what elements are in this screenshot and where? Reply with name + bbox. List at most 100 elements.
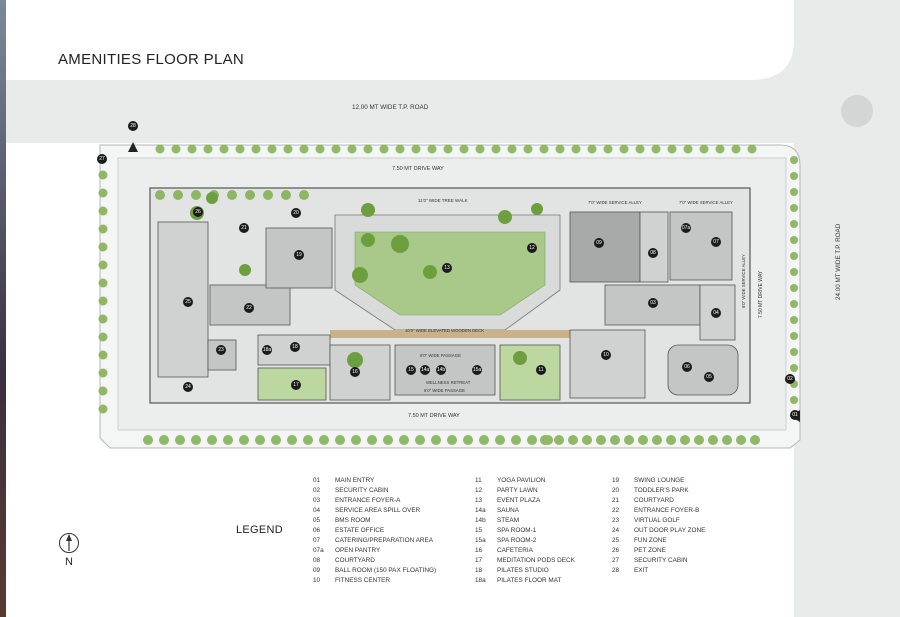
- marker-18: 18: [290, 342, 300, 352]
- legend-title: LEGEND: [236, 524, 284, 536]
- legend-item-number: 16: [475, 546, 483, 554]
- marker-13: 13: [442, 263, 452, 273]
- tree: [283, 144, 293, 154]
- marker-07: 07: [711, 237, 721, 247]
- tree: [731, 144, 741, 154]
- legend-item-number: 09: [313, 566, 321, 574]
- legend-item-label: SECURITY CABIN: [335, 486, 389, 494]
- north-arrow: N: [58, 532, 84, 576]
- tree: [383, 435, 393, 445]
- legend-item-label: SPA ROOM-2: [497, 536, 537, 544]
- tree: [638, 435, 648, 445]
- deck-label: 10'0" WIDE ELEVATED WOODEN DECK: [405, 328, 485, 333]
- tree: [98, 404, 108, 414]
- tree: [367, 435, 377, 445]
- tree: [523, 144, 533, 154]
- tree: [235, 144, 245, 154]
- cafeteria-block: [329, 344, 391, 401]
- tree: [596, 435, 606, 445]
- tree: [207, 435, 217, 445]
- tree: [699, 144, 709, 154]
- tree: [191, 435, 201, 445]
- marker-26: 26: [193, 207, 203, 217]
- legend-item-label: STEAM: [497, 516, 520, 524]
- tree: [571, 144, 581, 154]
- tree: [98, 170, 108, 180]
- legend-item-number: 14b: [475, 516, 486, 524]
- marker-14a: 14a: [420, 365, 430, 375]
- legend-item-label: EXIT: [634, 566, 649, 574]
- tree: [363, 144, 373, 154]
- tree: [98, 206, 108, 216]
- legend-item-number: 05: [313, 516, 321, 524]
- tree: [299, 144, 309, 154]
- tree: [790, 204, 798, 212]
- tree: [203, 144, 213, 154]
- tree: [335, 435, 345, 445]
- tree: [281, 190, 291, 200]
- tree: [443, 144, 453, 154]
- tree: [790, 348, 798, 356]
- legend-item-number: 26: [612, 546, 620, 554]
- legend-item-label: SERVICE AREA SPILL OVER: [335, 506, 421, 514]
- tree: [722, 435, 732, 445]
- legend-item-label: OUT DOOR PLAY ZONE: [634, 526, 706, 534]
- marker-05: 05: [704, 372, 714, 382]
- tree: [191, 190, 201, 200]
- marker-16: 16: [350, 367, 360, 377]
- fun-zone-block: [157, 221, 209, 378]
- legend-item-label: PARTY LAWN: [497, 486, 538, 494]
- tree: [747, 144, 757, 154]
- tree: [491, 144, 501, 154]
- legend-item-label: EVENT PLAZA: [497, 496, 541, 504]
- legend-item-label: YOGA PAVILION: [497, 477, 546, 484]
- tree: [507, 144, 517, 154]
- legend-item-number: 06: [313, 526, 321, 534]
- legend-item-number: 19: [612, 477, 620, 484]
- tree: [624, 435, 634, 445]
- marker-17: 17: [291, 380, 301, 390]
- feature-trees: [190, 192, 543, 368]
- yoga-block: [499, 344, 561, 401]
- tree: [683, 144, 693, 154]
- legend-item-number: 17: [475, 556, 483, 564]
- tree: [415, 435, 425, 445]
- legend-item-number: 14a: [475, 506, 486, 514]
- wooden-deck: [330, 330, 570, 338]
- tree: [715, 144, 725, 154]
- right-road-label: 24.00 MT WIDE T.P. ROAD: [835, 223, 842, 300]
- tree: [303, 435, 313, 445]
- tree: [790, 284, 798, 292]
- tree: [251, 144, 261, 154]
- legend-item-number: 18a: [475, 576, 486, 584]
- marker-03: 03: [648, 298, 658, 308]
- courtyard-block: [639, 211, 669, 283]
- legend-item-label: ENTRANCE FOYER-B: [634, 506, 700, 514]
- tree: [790, 156, 798, 164]
- legend-item-label: MAIN ENTRY: [335, 477, 375, 484]
- legend-item-label: SECURITY CABIN: [634, 556, 688, 564]
- tree: [527, 435, 537, 445]
- tree: [619, 144, 629, 154]
- marker-24: 24: [183, 382, 193, 392]
- tree: [223, 435, 233, 445]
- tree: [395, 144, 405, 154]
- legend-item-label: PILATES STUDIO: [497, 566, 549, 574]
- tree: [263, 190, 273, 200]
- tree: [239, 435, 249, 445]
- tree-walk-label: 11'0" WIDE TREE WALK: [418, 198, 468, 203]
- legend-item-number: 15a: [475, 536, 486, 544]
- marker-07a: 07a: [681, 223, 691, 233]
- legend-item-label: SAUNA: [497, 506, 520, 514]
- tree: [790, 316, 798, 324]
- tree: [155, 190, 165, 200]
- background-edge: [0, 0, 6, 617]
